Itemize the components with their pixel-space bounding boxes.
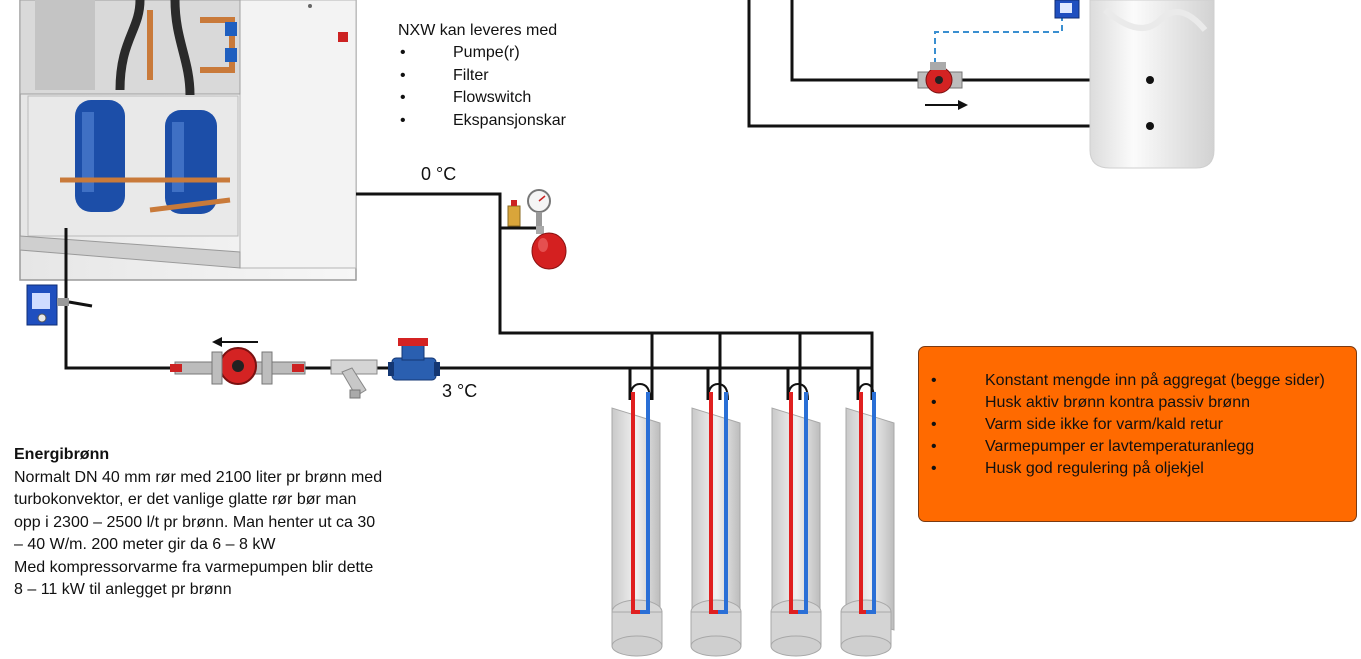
note-item: Konstant mengde inn på aggregat (begge s… (919, 370, 1346, 392)
borehole-4 (840, 382, 895, 657)
nxw-option-pump: Pumpe(r) (398, 42, 566, 65)
nxw-option-flowswitch: Flowswitch (398, 87, 566, 110)
balancing-valve (388, 338, 440, 381)
borehole-3 (770, 382, 822, 657)
note-item: Varm side ikke for varm/kald retur (919, 414, 1346, 436)
circulation-pump-return (170, 337, 306, 385)
note-item: Husk god regulering på oljekjel (919, 458, 1346, 480)
nxw-option-filter: Filter (398, 65, 566, 88)
energibronn-body: Normalt DN 40 mm rør med 2100 liter pr b… (14, 468, 383, 599)
energibronn-title: Energibrønn (14, 446, 110, 463)
nxw-option-expansion-tank: Ekspansjonskar (398, 110, 566, 133)
nxw-option-list: Pumpe(r) Filter Flowswitch Ekspansjonska… (398, 42, 566, 132)
return-temperature-label: 3 °C (442, 381, 478, 401)
borehole-2 (690, 382, 742, 657)
note-item: Husk aktiv brønn kontra passiv brønn (919, 392, 1346, 414)
nxw-options: NXW kan leveres med Pumpe(r) Filter Flow… (398, 20, 566, 132)
brine-piping (64, 192, 874, 400)
notes-callout: Konstant mengde inn på aggregat (begge s… (918, 346, 1357, 522)
energibronn-text: Energibrønn Normalt DN 40 mm rør med 210… (14, 444, 454, 602)
strainer (330, 359, 378, 399)
note-item: Varmepumper er lavtemperaturanlegg (919, 436, 1346, 458)
supply-temperature-label: 0 °C (421, 164, 457, 184)
flow-switch (26, 284, 93, 326)
tank-circuit (747, 0, 1215, 169)
nxw-intro: NXW kan leveres med (398, 22, 558, 39)
circulation-pump-top (917, 62, 963, 94)
heat-pump-unit (19, 0, 357, 281)
notes-list: Konstant mengde inn på aggregat (begge s… (919, 370, 1346, 480)
borehole-1 (611, 382, 663, 657)
expansion-vessel-group (507, 189, 567, 270)
